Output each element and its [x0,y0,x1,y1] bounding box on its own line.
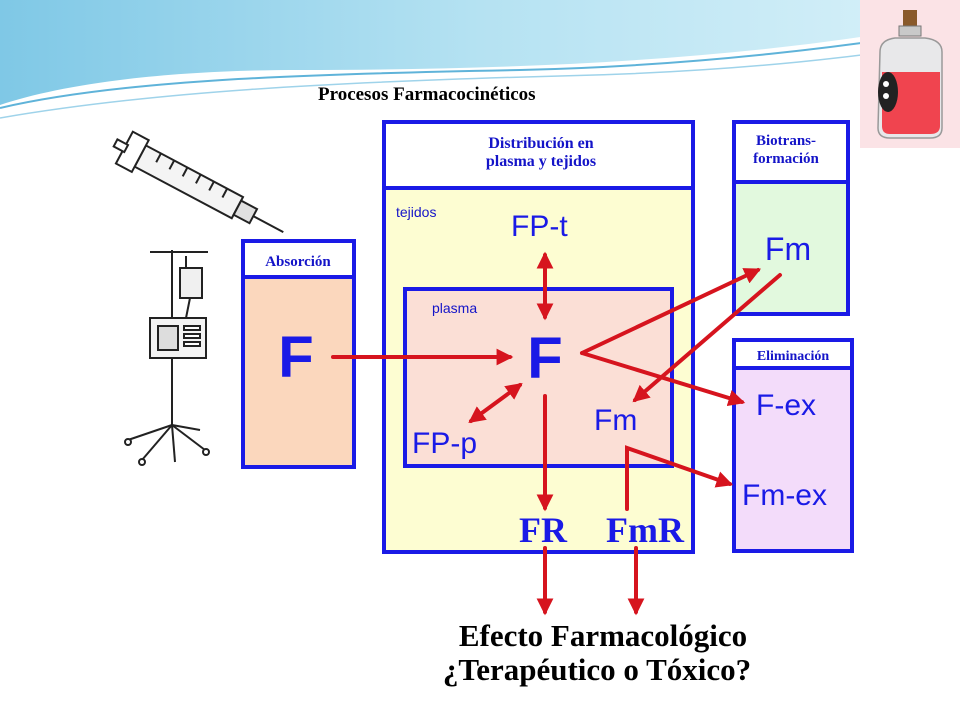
fpp-label: FP-p [412,427,477,460]
page-title: Procesos Farmacocinéticos [318,84,536,105]
distribucion-header-line2: plasma y tejidos [486,153,596,170]
biotransformacion-box: Biotrans- formación Fm [732,120,850,316]
plasma-fm-label: Fm [594,404,637,437]
plasma-label: plasma [432,300,477,316]
poison-bottle-icon [860,0,960,148]
biotrans-header-line2: formación [753,151,819,167]
eliminacion-box: Eliminación F-ex Fm-ex [732,338,854,553]
fmex-label: Fm-ex [742,479,827,512]
biotrans-fm-label: Fm [765,231,811,267]
biotrans-header-line1: Biotrans- [756,133,816,149]
absorcion-f: F [278,325,313,390]
plasma-f: F [527,326,562,391]
plasma-box: plasma F FP-p Fm [403,287,674,468]
effect-line2: ¿Terapéutico o Tóxico? [443,652,751,687]
fex-label: F-ex [756,389,816,422]
distribucion-header-line1: Distribución en [488,135,593,152]
absorcion-header: Absorción [265,254,331,270]
tejidos-label: tejidos [396,204,436,220]
fr-label: FR [519,510,568,550]
arrow-biotrans-to-fm [632,273,782,403]
arrow-fpp-plasma-bidirectional [468,383,523,423]
arrow-fm-to-fmex [625,445,734,511]
fpt-label: FP-t [511,210,568,243]
header-wave-decoration [0,0,960,119]
absorcion-box: Absorción F [241,239,356,469]
fmr-label: FmR [606,510,685,550]
arrow-plasma-to-biotrans [580,268,762,355]
eliminacion-header: Eliminación [757,349,830,364]
syringe-icon [112,130,284,233]
effect-line1: Efecto Farmacológico [459,618,747,653]
iv-pump-icon [124,250,210,466]
